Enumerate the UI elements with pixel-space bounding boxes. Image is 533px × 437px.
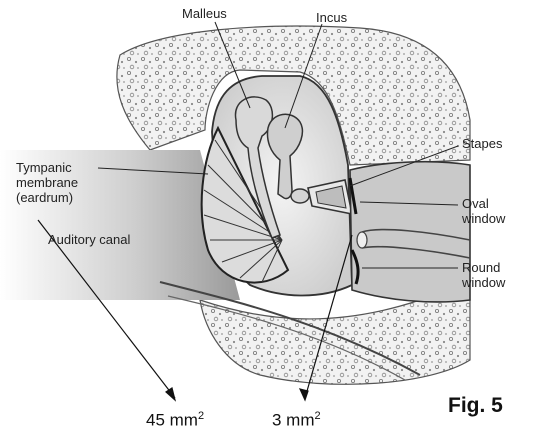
malleus-label: Malleus [182, 6, 227, 21]
stapes-label: Stapes [462, 136, 502, 151]
oval-window-area-label: 3 mm2 [272, 410, 321, 431]
temporal-bone-lower [200, 300, 470, 384]
oval-window-label: Oval window [462, 196, 505, 226]
oval-window-area-value: 3 mm [272, 411, 315, 430]
oval-window-area-exponent: 2 [315, 410, 321, 422]
inner-ear [350, 162, 470, 302]
eardrum-area-label: 45 mm2 [146, 410, 204, 431]
round-window-label: Round window [462, 260, 505, 290]
cochlear-duct-end [357, 232, 367, 248]
auditory-canal-label: Auditory canal [48, 232, 130, 247]
eardrum-area-value: 45 mm [146, 411, 198, 430]
eardrum-area-exponent: 2 [198, 410, 204, 422]
tympanic-membrane-label: Tympanic membrane (eardrum) [16, 160, 78, 205]
incus-label: Incus [316, 10, 347, 25]
figure-label: Fig. 5 [448, 394, 503, 418]
